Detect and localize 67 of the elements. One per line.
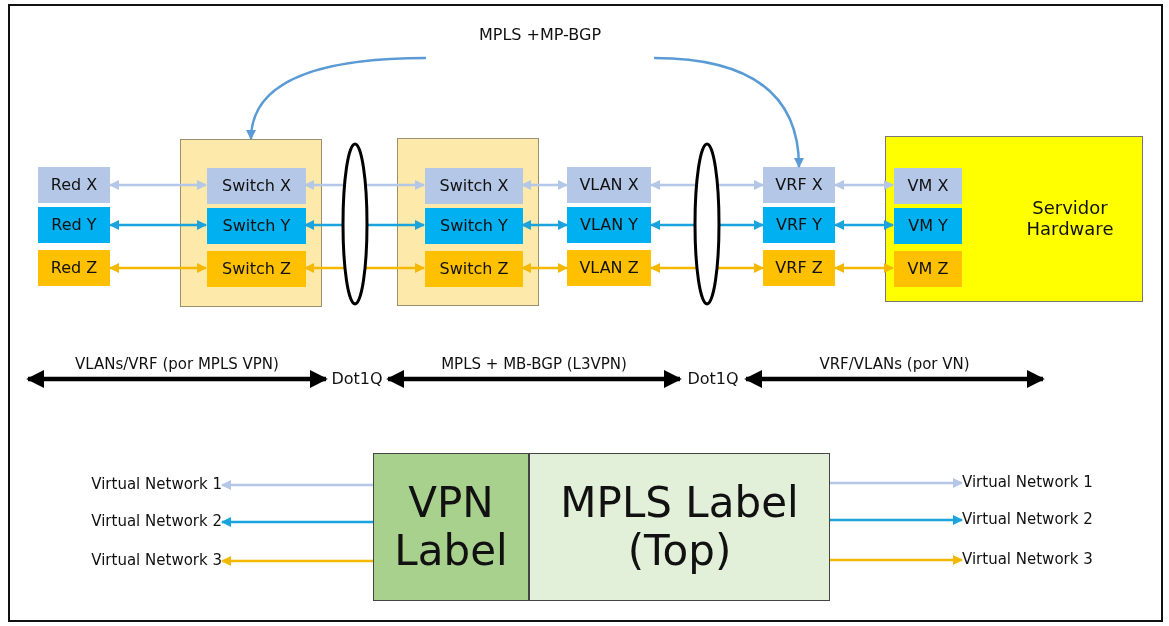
server-panel [885,136,1143,302]
vrf-box: VRF Z [763,250,835,286]
arrow [834,220,894,230]
protocol-text: Dot1Q [680,366,746,392]
switch-panel [180,139,322,307]
vm-box: VM X [894,168,962,204]
switch-panel [397,138,539,306]
arrow [717,263,764,273]
arrow [365,180,425,190]
arrow [719,220,764,230]
arrow [386,370,682,388]
arrow [830,515,963,525]
switch-box: Switch Z [207,251,306,287]
arrow [834,263,894,273]
arrow [834,180,894,190]
vlan-box: VLAN Z [567,250,651,286]
arrow [717,180,764,190]
arrow [304,220,343,230]
network-box: Red X [38,167,110,203]
arrow [650,180,697,190]
arrow [650,220,695,230]
switch-box: Switch Z [425,251,523,287]
arrow [221,556,373,566]
arrow [650,263,697,273]
network-text: Virtual Network 1 [20,472,222,498]
arrow [221,517,373,527]
arrow [367,220,425,230]
protocol-text: MPLS +MP-BGP [430,22,650,48]
protocol-text: Dot1Q [326,366,388,392]
switch-box: Switch X [425,168,523,204]
switch-box: Switch X [207,168,306,204]
vlan-box: VLAN X [567,167,651,203]
arrow [830,555,963,565]
label-box: VPN Label [373,453,529,601]
arrow [521,220,568,230]
vlan-box: VLAN Y [567,207,651,243]
arrow [304,180,345,190]
arrow [109,263,207,273]
vrf-box: VRF X [763,167,835,203]
link-bundle-ellipse [341,142,369,306]
arrow [521,263,568,273]
vrf-box: VRF Y [763,207,835,243]
vm-box: VM Y [894,208,962,244]
arrow [109,180,207,190]
arrow [26,370,328,388]
arrow [521,180,568,190]
switch-box: Switch Y [425,208,523,244]
arrow [246,56,427,140]
switch-box: Switch Y [207,208,306,244]
arrow [744,370,1045,388]
network-text: Virtual Network 3 [20,548,222,574]
link-bundle-ellipse [693,142,721,306]
network-text: Virtual Network 3 [962,547,1137,573]
panel-label: Servidor Hardware [1025,198,1115,240]
label-box: MPLS Label (Top) [529,453,830,601]
network-text: Virtual Network 1 [962,470,1137,496]
arrow [653,56,804,168]
network-box: Red Z [38,250,110,286]
network-text: Virtual Network 2 [962,507,1137,533]
arrow [830,478,963,488]
arrow [304,263,345,273]
network-text: Virtual Network 2 [20,509,222,535]
arrow [221,480,373,490]
network-box: Red Y [38,207,110,243]
arrow [109,220,207,230]
arrow [365,263,425,273]
vm-box: VM Z [894,251,962,287]
